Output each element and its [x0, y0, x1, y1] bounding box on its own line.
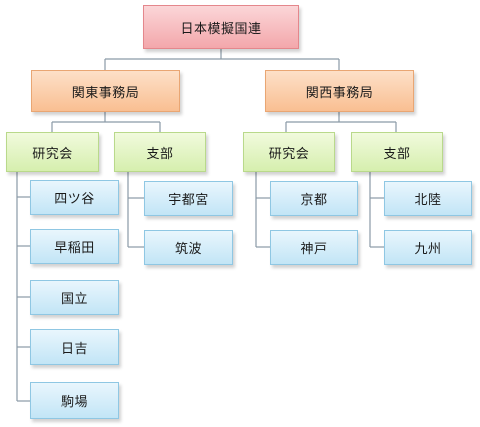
root-node: 日本模擬国連	[143, 5, 299, 49]
west-branch-unit-node: 北陸	[384, 181, 472, 216]
east-branch-node: 支部	[114, 132, 206, 172]
west-study-node: 研究会	[243, 132, 335, 172]
west-office-node: 関西事務局	[265, 70, 414, 112]
west-study-unit-node: 京都	[270, 181, 358, 216]
east-study-unit-node: 四ツ谷	[30, 180, 119, 215]
east-branch-unit-node: 宇都宮	[144, 181, 233, 216]
west-branch-unit-node: 九州	[384, 230, 472, 265]
east-study-unit-node: 日吉	[30, 329, 119, 365]
west-branch-node: 支部	[351, 132, 443, 172]
east-office-node: 関東事務局	[31, 70, 180, 112]
east-study-unit-node: 早稲田	[30, 229, 119, 264]
east-study-unit-node: 駒場	[30, 382, 119, 419]
west-study-unit-node: 神戸	[270, 230, 358, 265]
east-study-node: 研究会	[6, 132, 99, 172]
east-study-unit-node: 国立	[30, 280, 119, 315]
east-branch-unit-node: 筑波	[144, 230, 233, 265]
